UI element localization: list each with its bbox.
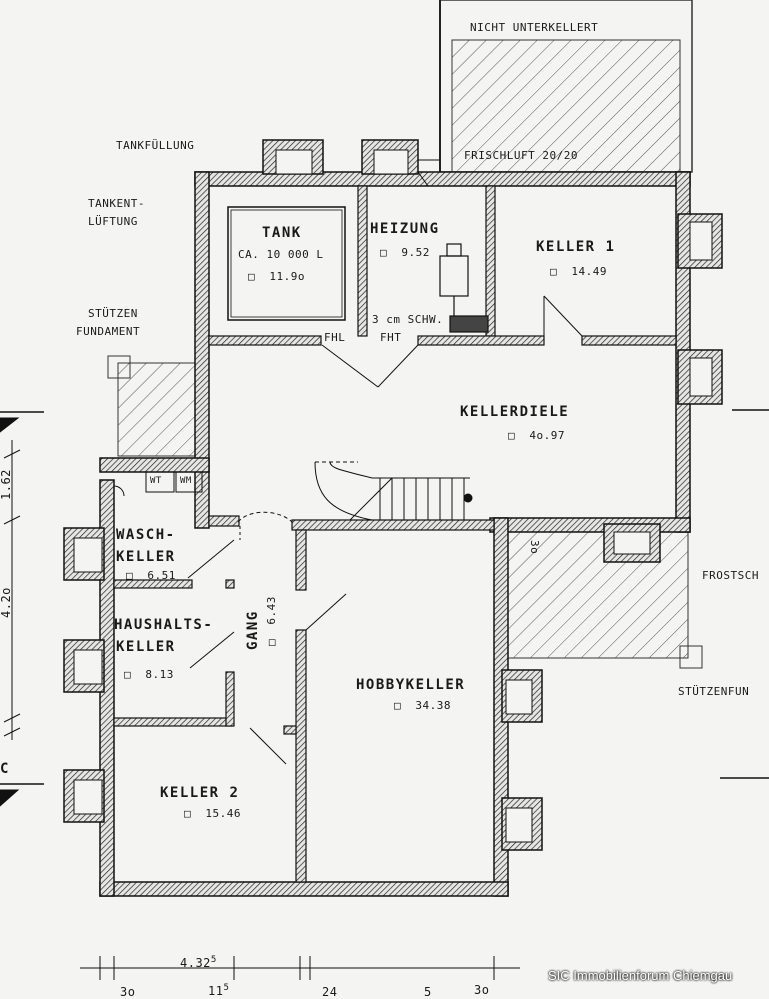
- dimension-30-right: 3o: [528, 540, 541, 555]
- fhl-label: FHL: [324, 331, 346, 344]
- tankentlueftung-label-1: TANKENT-: [88, 197, 145, 210]
- wt-label: WT: [150, 476, 162, 486]
- room-gang-name: GANG: [245, 610, 261, 650]
- heater-symbol: [439, 243, 489, 333]
- dimension-bottom-432: 4.325: [180, 955, 217, 970]
- room-keller2-area: 15.46: [184, 808, 241, 819]
- room-haushaltskeller-name-2: KELLER: [116, 639, 176, 655]
- tankentlueftung-label-2: LÜFTUNG: [88, 215, 138, 228]
- stuetzen-square-left: [107, 355, 131, 379]
- dimension-bottom-24: 24: [322, 985, 338, 999]
- room-waschkeller-name-2: KELLER: [116, 549, 176, 565]
- watermark-text: SIC Immobilienforum Chiemgau: [548, 968, 733, 983]
- stuetzen-hatch-left: [117, 362, 199, 457]
- room-kellerdiele-area: 4o.97: [508, 430, 565, 441]
- wm-label: WM: [180, 476, 192, 486]
- fht-label: FHT: [380, 331, 402, 344]
- stuetzen-label-2: FUNDAMENT: [76, 325, 141, 338]
- room-hobbykeller-area: 34.38: [394, 700, 451, 711]
- nicht-unterkellert-label: NICHT UNTERKELLERT: [470, 21, 599, 34]
- inner-walls: [113, 185, 677, 883]
- frostschutz-label: FROSTSCH: [702, 569, 759, 582]
- room-keller1-area: 14.49: [550, 266, 607, 277]
- room-heizung-name: HEIZUNG: [370, 221, 440, 237]
- door-swings: [187, 295, 583, 765]
- dimension-bottom-5: 5: [424, 985, 432, 999]
- dimension-bottom-30a: 3o: [120, 985, 136, 999]
- stuetzen-label-1: STÜTZEN: [88, 307, 138, 320]
- stairs: [314, 461, 473, 521]
- stuetzen-square-right: [679, 645, 703, 669]
- room-haushaltskeller-name-1: HAUSHALTS-: [114, 617, 214, 633]
- room-keller1-name: KELLER 1: [536, 239, 616, 255]
- room-kellerdiele-name: KELLERDIELE: [460, 404, 570, 420]
- dimension-left-420: 4.2o: [0, 587, 13, 618]
- frischluft-label: FRISCHLUFT 20/20: [464, 149, 578, 162]
- dimension-bottom-30b: 3o: [474, 983, 490, 997]
- dimension-bottom-115: 115: [208, 983, 230, 998]
- tankfuellung-label: TANKFÜLLUNG: [116, 139, 195, 152]
- schwelle-label: 3 cm SCHW.: [372, 313, 444, 326]
- dimension-bottom-432-value: 4.32: [180, 956, 211, 970]
- section-mark-c: C: [0, 761, 10, 777]
- room-hobbykeller-name: HOBBYKELLER: [356, 677, 466, 693]
- wash-fixtures: [113, 471, 203, 497]
- room-waschkeller-name-1: WASCH-: [116, 527, 176, 543]
- room-gang-area: 6.43: [265, 596, 278, 646]
- tank-outline: [227, 206, 346, 321]
- left-dimension-line: [3, 440, 21, 740]
- dimension-bottom-115-sup: 5: [223, 983, 230, 993]
- room-tank-name: TANK: [262, 225, 302, 241]
- dimension-bottom-432-sup: 5: [210, 955, 217, 965]
- bottom-dimension-line: [80, 956, 520, 980]
- dimension-left-162: 1.62: [0, 469, 13, 500]
- section-arrows: [0, 409, 769, 807]
- room-tank-area: 11.9o: [248, 271, 305, 282]
- stuetzen-fundament-right-label: STÜTZENFUN: [678, 685, 750, 698]
- room-waschkeller-area: 6.51: [126, 570, 176, 581]
- dimension-bottom-115-value: 11: [208, 984, 224, 998]
- room-heizung-area: 9.52: [380, 247, 430, 258]
- room-tank-note: CA. 10 000 L: [238, 248, 324, 261]
- room-keller2-name: KELLER 2: [160, 785, 240, 801]
- room-haushaltskeller-area: 8.13: [124, 669, 174, 680]
